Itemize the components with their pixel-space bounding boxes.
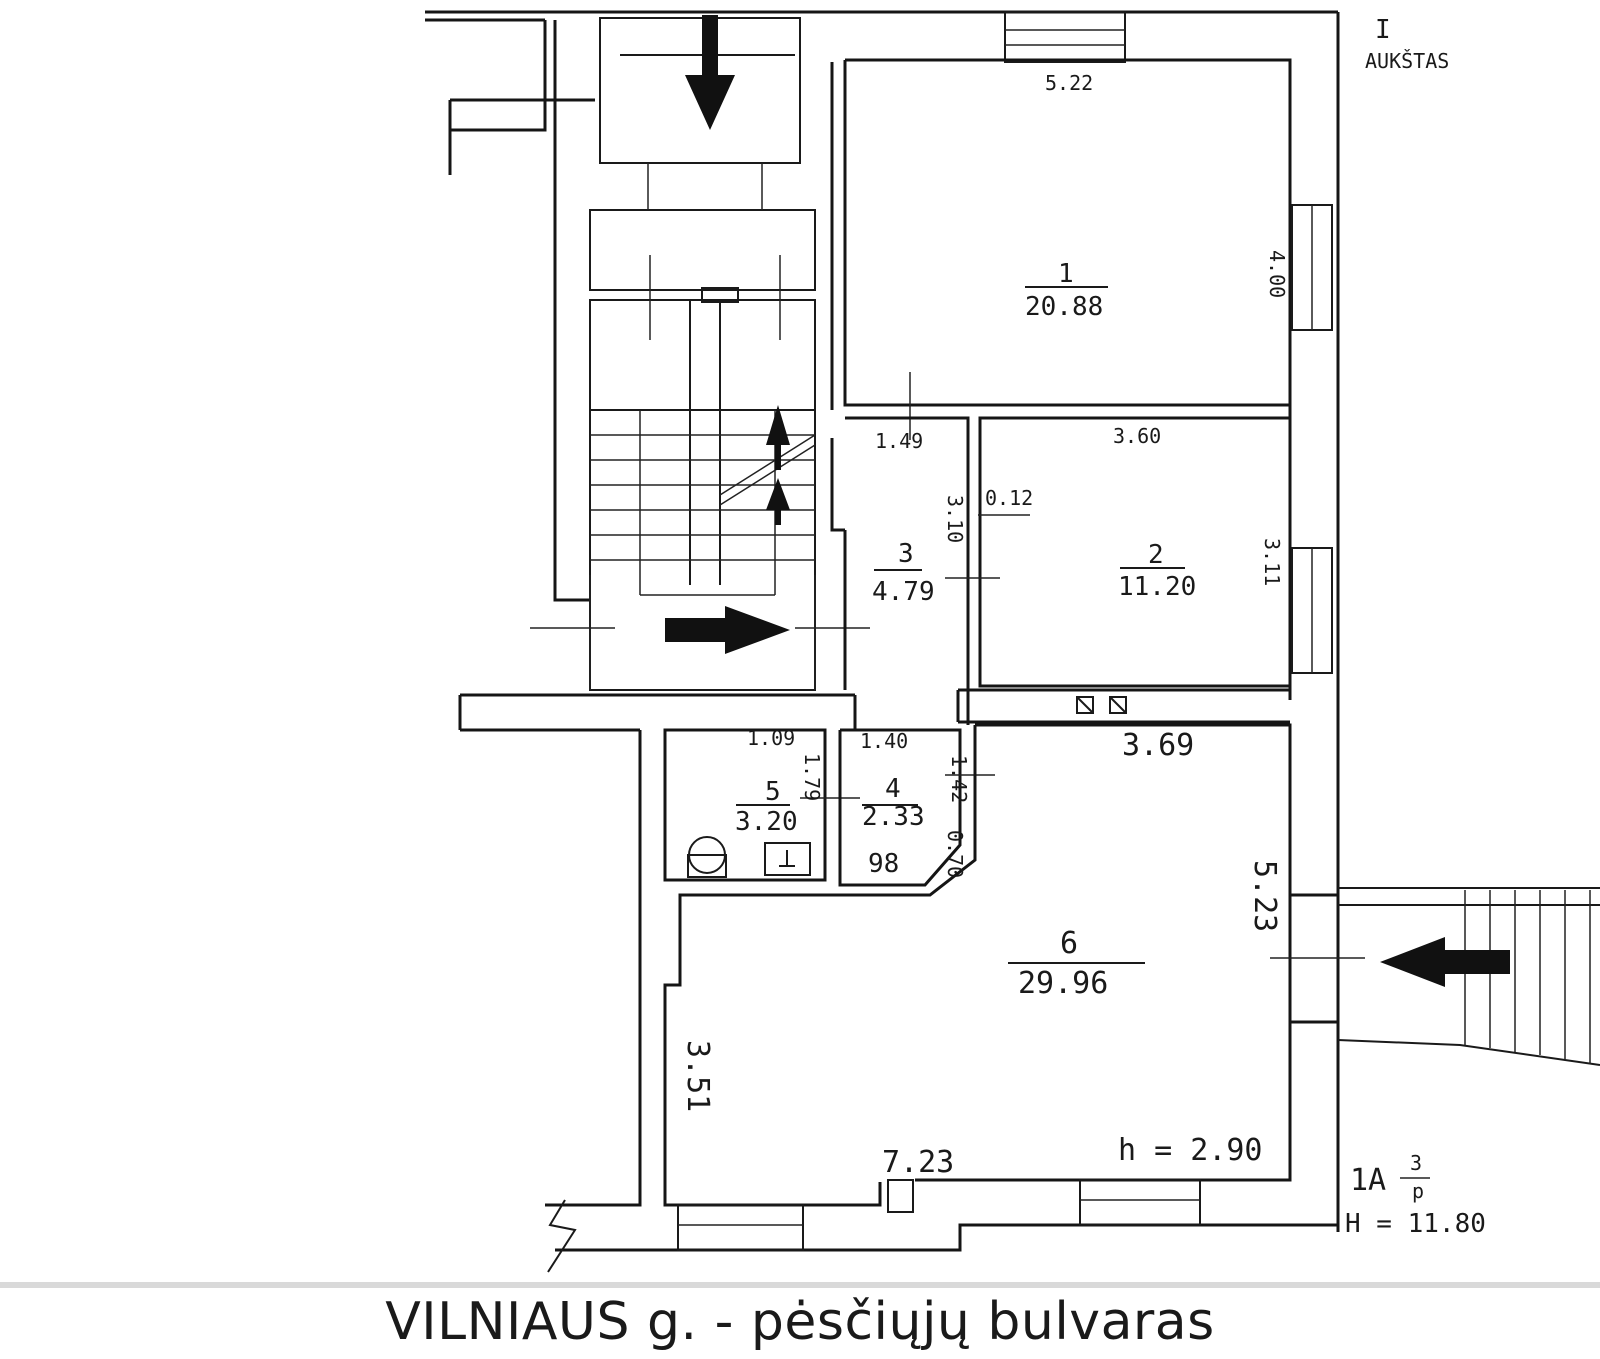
- street-caption: VILNIAUS g. - pėsčiųjų bulvaras: [385, 1292, 1215, 1352]
- room-6: [663, 723, 1365, 1251]
- dim-3-69: 3.69: [1122, 728, 1194, 763]
- floor-label-word: AUKŠTAS: [1365, 49, 1449, 73]
- dim-0-70: 0.70: [943, 830, 967, 878]
- room-3: [830, 416, 1000, 725]
- floor-label-roman: I: [1375, 15, 1391, 45]
- window-top: [1004, 11, 1126, 63]
- room-3-area: 4.79: [872, 577, 935, 607]
- dim-0-12: 0.12: [985, 486, 1033, 510]
- room-5: [663, 728, 860, 882]
- dim-1-42: 1.42: [947, 755, 971, 803]
- room-5-number: 5: [765, 777, 781, 807]
- building-code: 1A 3 p H = 11.80: [1345, 1151, 1486, 1239]
- room-4-area: 2.33: [862, 802, 925, 832]
- room-1-number: 1: [1058, 259, 1074, 289]
- caption-divider: [0, 1282, 1600, 1288]
- dim-5-22: 5.22: [1045, 71, 1093, 95]
- room-1: [830, 58, 1333, 440]
- room-2-number: 2: [1148, 540, 1164, 570]
- entry-arrow-east: [665, 606, 790, 654]
- dim-1-09: 1.09: [747, 726, 795, 750]
- room-6-area: 29.96: [1018, 966, 1108, 1001]
- ceiling-height: h = 2.90: [1118, 1133, 1263, 1168]
- dim-1-40: 1.40: [860, 729, 908, 753]
- dim-3-11: 3.11: [1260, 538, 1284, 586]
- break-line: [547, 1199, 577, 1273]
- room-5-area: 3.20: [735, 807, 798, 837]
- chimney-ducts: [956, 688, 1290, 724]
- stair-up-arrow-lower: [766, 478, 790, 525]
- building-code-sub: p: [1412, 1179, 1424, 1203]
- room-3-number: 3: [898, 539, 914, 569]
- room-4-number: 4: [885, 774, 901, 804]
- building-height: H = 11.80: [1345, 1209, 1486, 1239]
- dim-1-79: 1.79: [800, 753, 824, 801]
- dim-5-23: 5.23: [1247, 860, 1282, 932]
- outer-walls: [425, 10, 1340, 1252]
- stair-up-arrow-upper: [766, 405, 790, 470]
- room-6-number: 6: [1060, 926, 1078, 961]
- dim-3-51: 3.51: [680, 1040, 715, 1112]
- dim-7-23: 7.23: [882, 1145, 954, 1180]
- dim-1-49: 1.49: [875, 429, 923, 453]
- dim-3-10: 3.10: [943, 495, 967, 543]
- building-code-main: 1A: [1350, 1163, 1386, 1198]
- floor-label: I AUKŠTAS: [1365, 15, 1449, 73]
- room-4: [838, 728, 995, 887]
- building-code-sup: 3: [1410, 1151, 1422, 1175]
- dim-98: 98: [868, 849, 899, 879]
- room-2: [978, 416, 1333, 688]
- dim-4-00: 4.00: [1265, 250, 1289, 298]
- entry-arrow-west: [1380, 937, 1510, 987]
- room-2-area: 11.20: [1118, 572, 1196, 602]
- entry-arrow-north: [685, 15, 735, 130]
- dim-3-60: 3.60: [1113, 424, 1161, 448]
- room-1-area: 20.88: [1025, 292, 1103, 322]
